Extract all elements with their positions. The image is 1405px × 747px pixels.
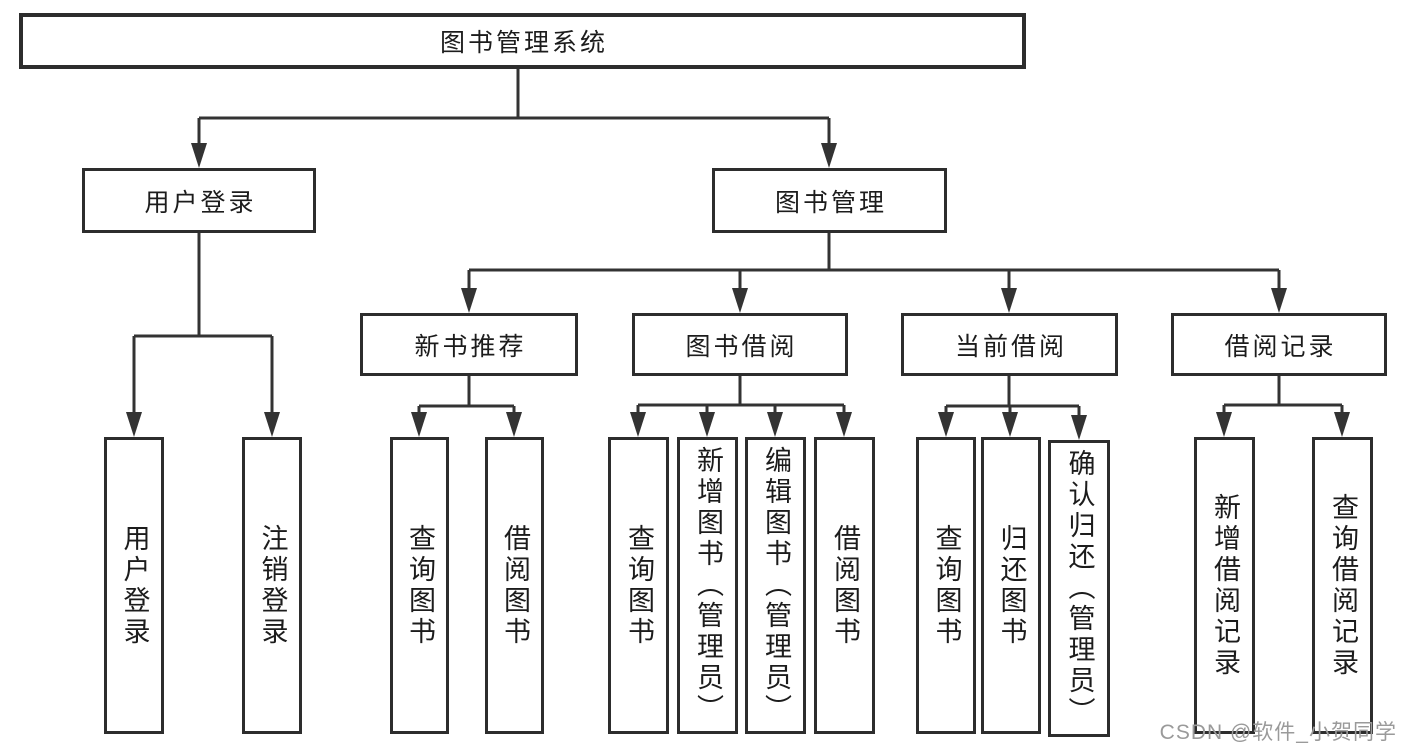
node-book-management: 图书管理 [712, 168, 947, 233]
leaf-logout-label: 注销登录 [257, 523, 288, 648]
node-borrow-records-label: 借阅记录 [1224, 332, 1337, 361]
node-book-management-label: 图书管理 [774, 188, 887, 217]
leaf-borrow-add-books-admin: 新增图书（管理员） [677, 437, 738, 734]
node-new-book-recommend: 新书推荐 [360, 313, 578, 376]
leaf-newbook-borrow-books: 借阅图书 [485, 437, 544, 734]
node-user-login: 用户登录 [82, 168, 316, 233]
leaf-current-confirm-return-admin: 确认归还（管理员） [1048, 440, 1110, 737]
leaf-current-query-books: 查询图书 [916, 437, 976, 734]
node-new-book-recommend-label: 新书推荐 [414, 332, 527, 361]
leaf-current-confirm-return-admin-label: 确认归还（管理员） [1064, 449, 1095, 728]
leaf-borrow-query-books-label: 查询图书 [624, 523, 654, 648]
leaf-borrow-edit-books-admin: 编辑图书（管理员） [745, 437, 806, 734]
leaf-user-login-label: 用户登录 [119, 523, 150, 648]
leaf-records-add-record: 新增借阅记录 [1194, 437, 1255, 734]
csdn-watermark: CSDN @软件_小贺同学 [1159, 721, 1397, 744]
node-library-system: 图书管理系统 [19, 13, 1026, 69]
leaf-newbook-query-books: 查询图书 [390, 437, 449, 734]
leaf-user-login: 用户登录 [104, 437, 164, 734]
leaf-logout: 注销登录 [242, 437, 302, 734]
node-book-borrow: 图书借阅 [632, 313, 848, 376]
node-user-login-label: 用户登录 [144, 188, 257, 217]
node-current-borrow: 当前借阅 [901, 313, 1118, 376]
node-library-system-label: 图书管理系统 [439, 29, 608, 57]
leaf-newbook-borrow-books-label: 借阅图书 [500, 523, 530, 648]
leaf-current-return-books-label: 归还图书 [996, 523, 1027, 648]
leaf-borrow-edit-books-admin-label: 编辑图书（管理员） [761, 446, 791, 725]
leaf-current-query-books-label: 查询图书 [931, 523, 962, 648]
leaf-borrow-query-books: 查询图书 [608, 437, 669, 734]
arrowheads [126, 143, 1350, 440]
node-current-borrow-label: 当前借阅 [954, 332, 1067, 361]
leaf-records-query-record: 查询借阅记录 [1312, 437, 1373, 734]
leaf-current-return-books: 归还图书 [981, 437, 1041, 734]
leaf-records-add-record-label: 新增借阅记录 [1210, 492, 1240, 679]
leaf-borrow-borrow-books-label: 借阅图书 [830, 523, 860, 648]
node-book-borrow-label: 图书借阅 [685, 332, 798, 361]
node-borrow-records: 借阅记录 [1171, 313, 1387, 376]
leaf-borrow-borrow-books: 借阅图书 [814, 437, 875, 734]
leaf-newbook-query-books-label: 查询图书 [405, 523, 435, 648]
leaf-records-query-record-label: 查询借阅记录 [1328, 492, 1358, 679]
leaf-borrow-add-books-admin-label: 新增图书（管理员） [693, 446, 723, 725]
